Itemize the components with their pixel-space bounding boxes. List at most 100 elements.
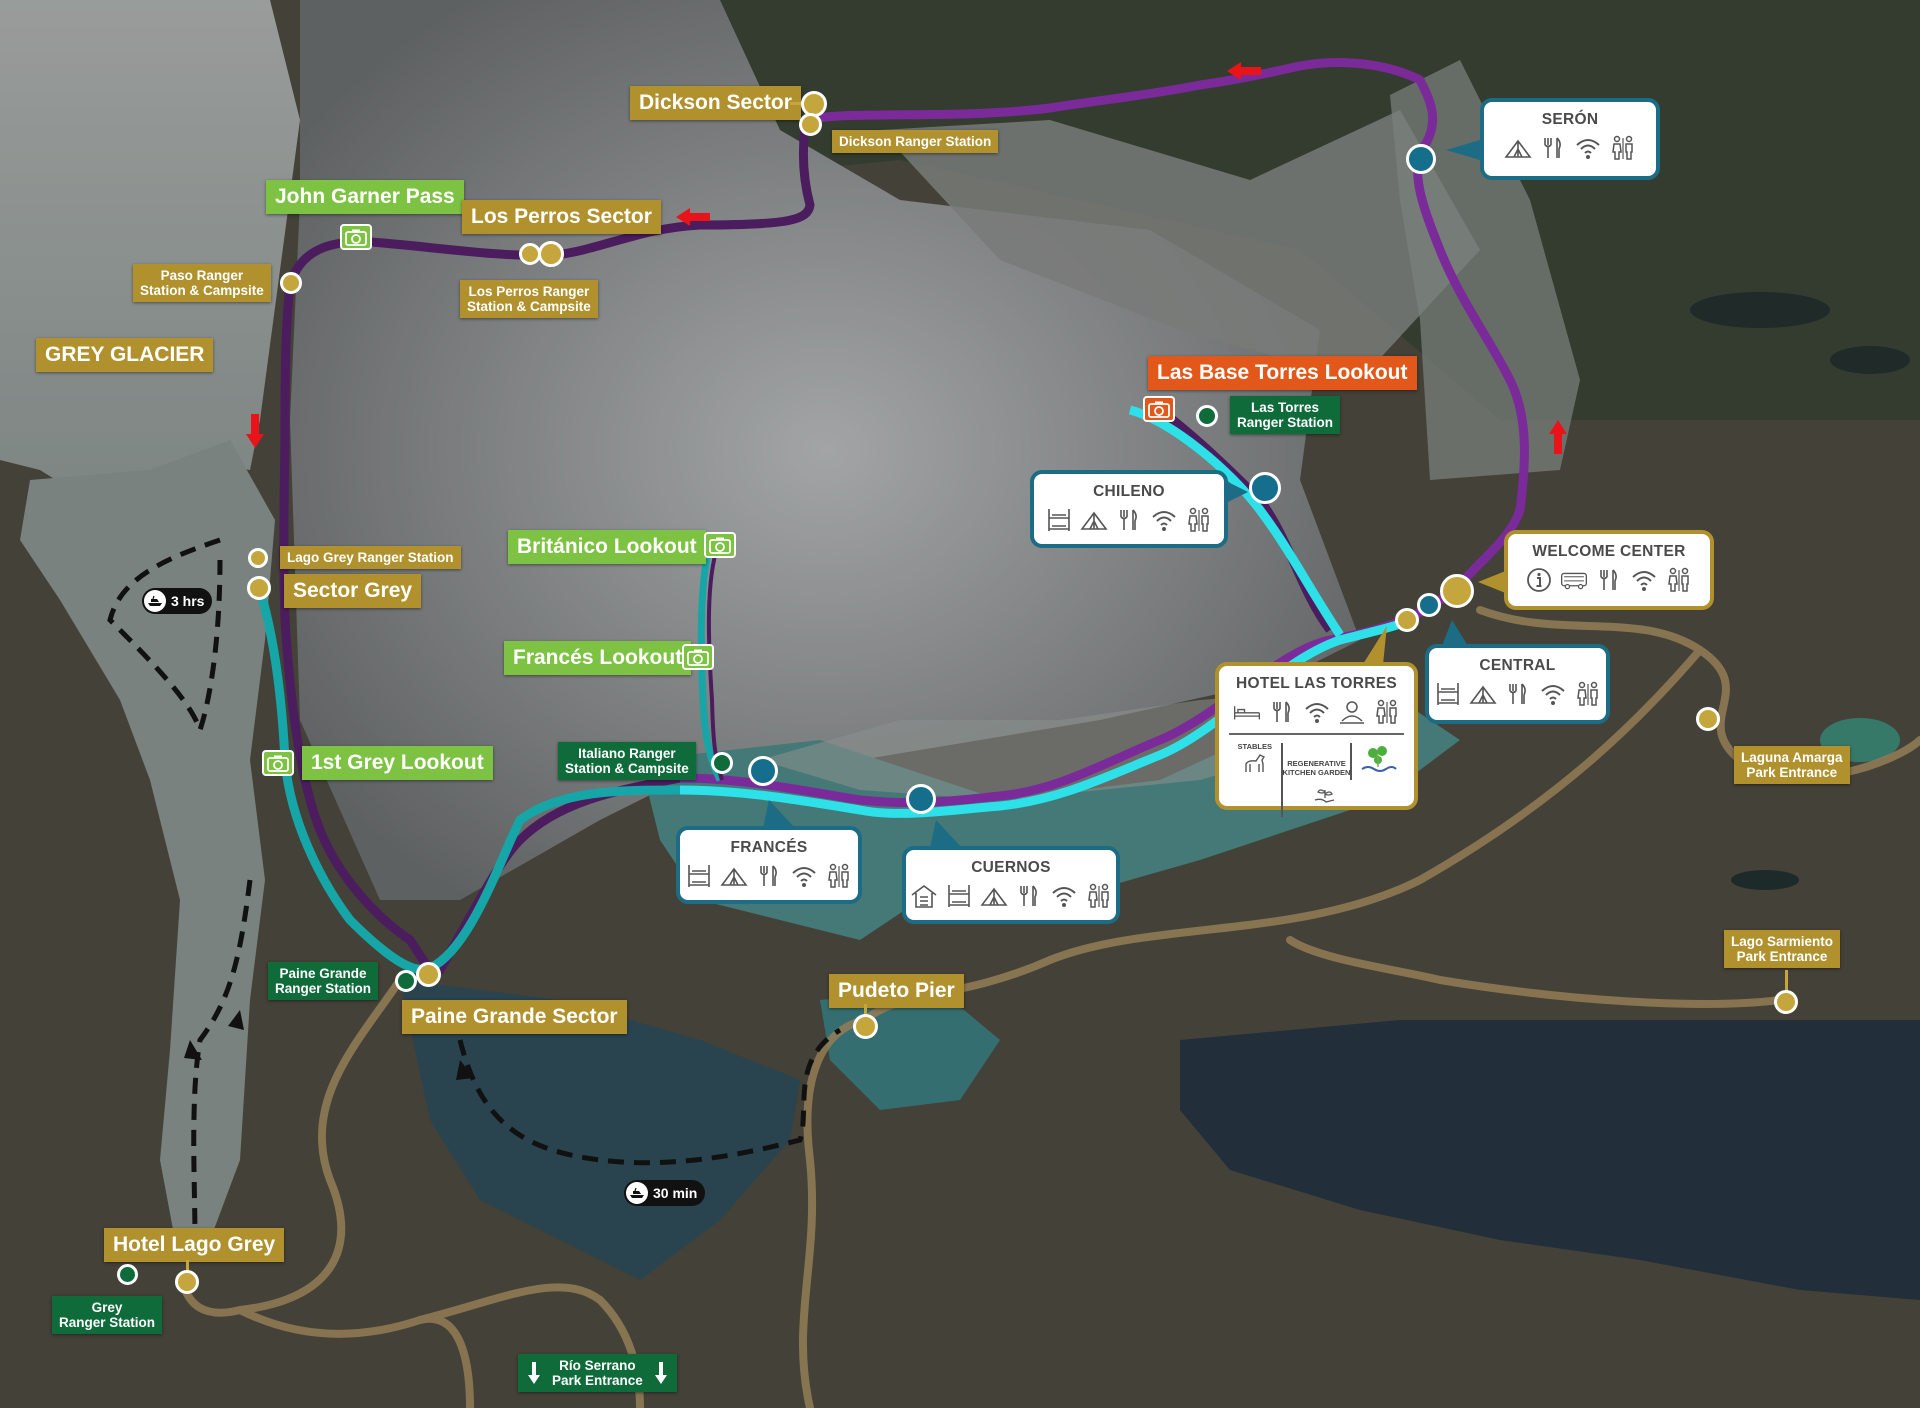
tent-icon <box>979 887 1008 906</box>
rio-serrano-label: Río Serrano Park Entrance <box>552 1358 643 1389</box>
los-perros-sector-label: Los Perros Sector <box>462 200 661 234</box>
sector-grey-label: Sector Grey <box>284 574 422 608</box>
cabin-icon <box>911 885 936 908</box>
paso-ranger-label: Paso Ranger Station & Campsite <box>133 264 271 303</box>
central-marker[interactable] <box>1417 593 1441 617</box>
base-torres-camera-icon[interactable] <box>1143 396 1175 422</box>
leader-line <box>1785 970 1788 996</box>
lago-sarmiento-marker[interactable] <box>1774 990 1798 1014</box>
cuernos-info-box[interactable]: CUERNOS <box>902 846 1120 924</box>
seron-pointer <box>1446 140 1480 160</box>
italiano-ranger-marker[interactable] <box>711 752 733 774</box>
los-perros-sector-marker[interactable] <box>538 241 564 267</box>
paine-grande-sector-label: Paine Grande Sector <box>402 1000 627 1034</box>
hotel-las-torres-info-box[interactable]: HOTEL LAS TORRES STABLES REGENERATIVE KI… <box>1215 662 1418 818</box>
first-grey-lookout-label: 1st Grey Lookout <box>302 746 493 780</box>
hotel-lago-grey-label: Hotel Lago Grey <box>104 1228 285 1262</box>
stables-cell: STABLES <box>1229 742 1281 776</box>
central-pointer <box>1442 620 1468 646</box>
chileno-info-box[interactable]: CHILENO <box>1030 470 1228 548</box>
arrow-down-icon <box>528 1362 540 1385</box>
stables-label: STABLES <box>1237 742 1272 751</box>
britanico-lookout-label: Británico Lookout <box>508 530 706 564</box>
restroom-icon <box>1611 135 1633 160</box>
chileno-title: CHILENO <box>1093 483 1165 500</box>
pudeto-pier-marker[interactable] <box>853 1014 878 1039</box>
seron-marker[interactable] <box>1406 144 1436 174</box>
hotel-lago-grey-marker[interactable] <box>175 1270 199 1294</box>
laguna-amarga-label: Laguna Amarga Park Entrance <box>1734 746 1850 785</box>
kitchen-garden-label: REGENERATIVE KITCHEN GARDEN <box>1282 759 1351 777</box>
central-title: CENTRAL <box>1479 657 1556 674</box>
bus-icon <box>1560 572 1588 590</box>
direction-arrow-up-icon <box>1549 420 1567 454</box>
dining-icon <box>1272 701 1290 722</box>
john-garner-camera-icon[interactable] <box>340 224 372 250</box>
bunk-bed-icon <box>1048 509 1070 531</box>
info-icon <box>1527 568 1551 592</box>
restroom-icon <box>828 863 849 888</box>
paso-ranger-marker[interactable] <box>280 272 302 294</box>
seron-info-box[interactable]: SERÓN <box>1480 98 1660 180</box>
john-garner-pass-label: John Garner Pass <box>266 180 464 214</box>
grey-ranger-marker[interactable] <box>117 1264 138 1285</box>
bunk-bed-icon <box>1436 683 1459 705</box>
grey-ranger-label: Grey Ranger Station <box>52 1296 163 1335</box>
lago-grey-ranger-marker[interactable] <box>248 548 268 568</box>
tent-icon <box>1468 685 1497 704</box>
welcome-center-info-box[interactable]: WELCOME CENTER <box>1504 530 1714 610</box>
frances-info-box[interactable]: FRANCÉS <box>676 826 862 904</box>
pudeto-pier-label: Pudeto Pier <box>829 974 964 1008</box>
boat-icon <box>626 1182 648 1204</box>
laguna-amarga-marker[interactable] <box>1696 707 1720 731</box>
direction-arrow-left-icon <box>1227 62 1261 80</box>
wifi-icon <box>1632 571 1656 591</box>
lago-grey-ranger-label: Lago Grey Ranger Station <box>280 546 461 570</box>
bunk-bed-icon <box>688 865 710 887</box>
central-info-box[interactable]: CENTRAL <box>1425 644 1610 724</box>
base-torres-lookout-label: Las Base Torres Lookout <box>1148 356 1417 390</box>
welcome-center-pointer <box>1478 570 1508 594</box>
kitchen-garden-cell: REGENERATIVE KITCHEN GARDEN <box>1280 743 1351 818</box>
grey-ferry-badge: 3 hrs <box>142 588 213 614</box>
dickson-ranger-label: Dickson Ranger Station <box>832 130 999 154</box>
dining-icon <box>760 865 777 886</box>
wifi-icon <box>792 867 816 887</box>
arrow-down-icon <box>654 1362 667 1385</box>
paine-grande-ranger-label: Paine Grande Ranger Station <box>268 962 379 1001</box>
tent-icon <box>1503 139 1532 158</box>
dining-icon <box>1019 885 1037 906</box>
welcome-center-title: WELCOME CENTER <box>1532 543 1686 560</box>
restroom-icon <box>1668 567 1689 592</box>
cuernos-marker[interactable] <box>906 784 936 814</box>
direction-arrow-left-icon <box>676 208 710 226</box>
leader-line <box>790 102 806 105</box>
sustainability-logo-cell <box>1350 743 1404 780</box>
cuernos-title: CUERNOS <box>971 859 1051 876</box>
sector-grey-marker[interactable] <box>247 576 271 600</box>
wifi-icon <box>1051 887 1076 907</box>
paine-grande-ranger-marker[interactable] <box>395 970 417 992</box>
leader-line <box>186 1260 189 1272</box>
wifi-icon <box>1575 139 1600 159</box>
paine-grande-sector-marker[interactable] <box>416 962 441 987</box>
frances-camera-icon[interactable] <box>682 644 714 670</box>
chileno-pointer <box>1224 480 1248 504</box>
britanico-camera-icon[interactable] <box>704 532 736 558</box>
dining-icon <box>1508 683 1526 704</box>
leader-line <box>864 1004 867 1020</box>
chileno-marker[interactable] <box>1249 472 1281 504</box>
bed-icon <box>1233 706 1260 720</box>
las-torres-ranger-marker[interactable] <box>1196 405 1218 427</box>
first-grey-camera-icon[interactable] <box>262 750 294 776</box>
hotel-las-torres-marker[interactable] <box>1395 608 1419 632</box>
restroom-icon <box>1576 681 1598 706</box>
dickson-sector-label: Dickson Sector <box>630 86 801 120</box>
frances-marker[interactable] <box>748 756 778 786</box>
dickson-ranger-marker[interactable] <box>799 113 822 136</box>
direction-arrow-down-icon <box>246 414 264 448</box>
welcome-center-marker[interactable] <box>1440 574 1474 608</box>
seron-title: SERÓN <box>1541 111 1599 128</box>
